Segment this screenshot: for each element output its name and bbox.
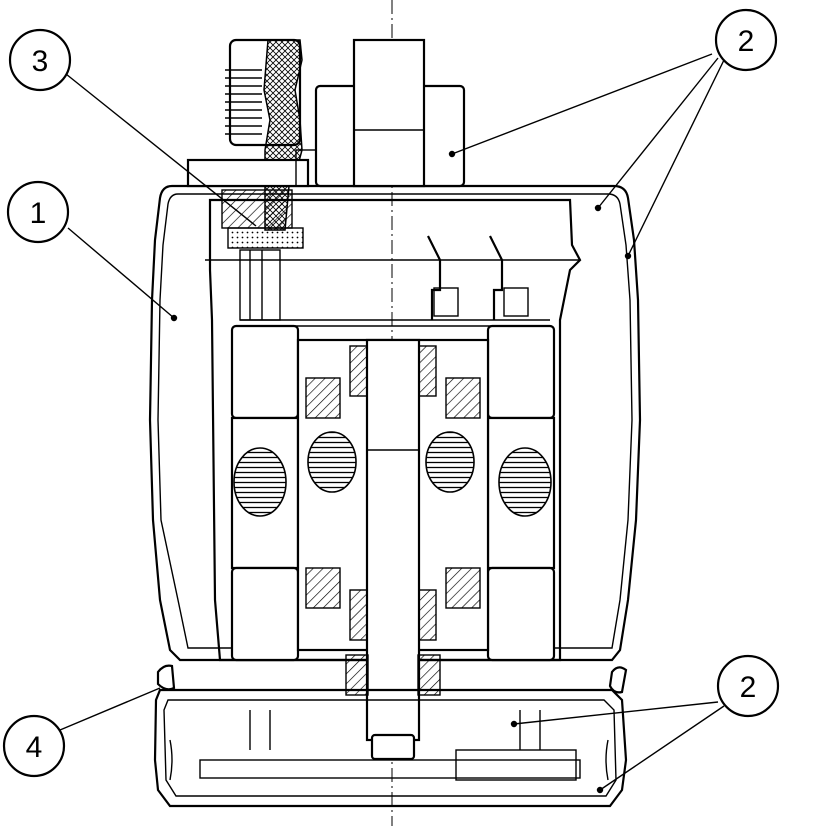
switch-contacts (427, 235, 529, 320)
shaft (345, 338, 441, 761)
callout-2-bottom-label: 2 (740, 671, 757, 704)
leader-lines (59, 53, 725, 794)
callout-4: 4 (2, 714, 66, 778)
callout-2-bottom: 2 (716, 654, 780, 718)
cable-inlet (186, 38, 337, 321)
capacitor-box (314, 38, 466, 188)
outer-jacket (148, 184, 642, 662)
callout-2-top-label: 2 (738, 25, 755, 58)
callout-3-label: 3 (32, 45, 49, 78)
callout-3: 3 (8, 28, 72, 92)
callout-1-label: 1 (30, 197, 47, 230)
callout-1: 1 (6, 180, 70, 244)
callout-2-top: 2 (714, 8, 778, 72)
pump-housing (153, 688, 628, 808)
callout-4-label: 4 (26, 731, 43, 764)
seal-ring (156, 664, 628, 694)
stator (230, 324, 556, 662)
